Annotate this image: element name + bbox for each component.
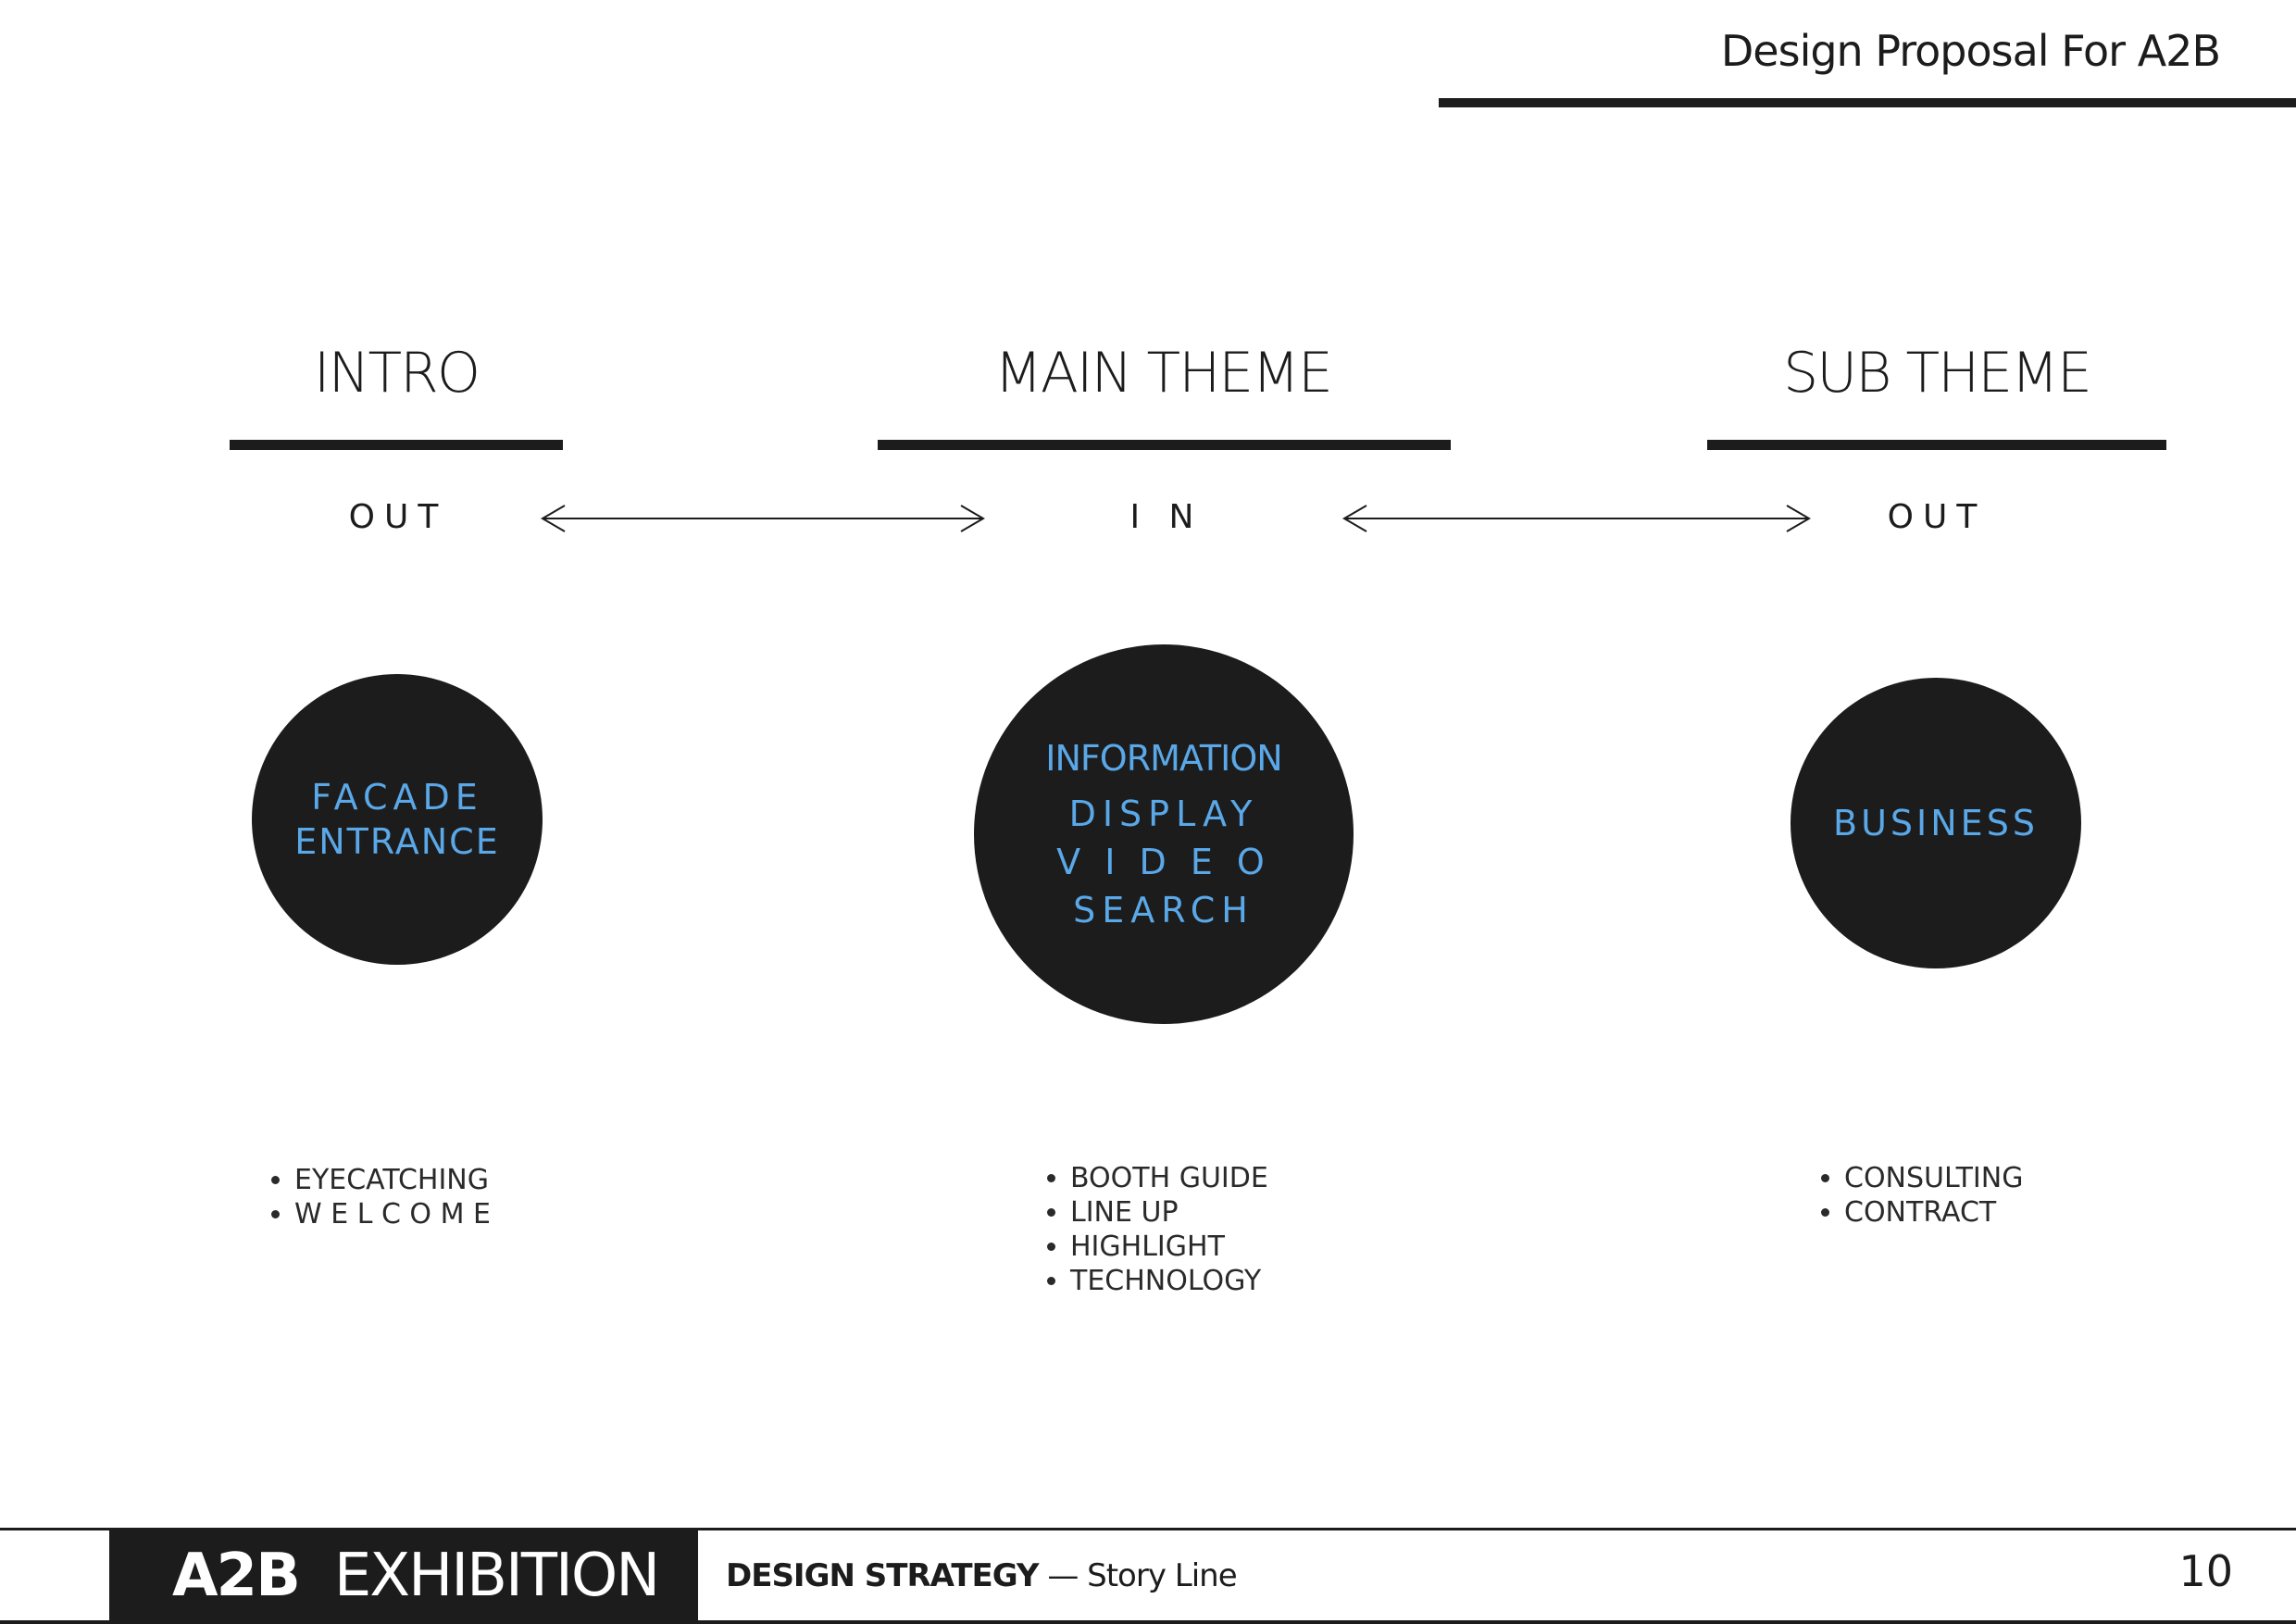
circle-main-line-2: DISPLAY [1068,793,1259,834]
footer-brand-block: A2B EXHIBITION [109,1530,698,1622]
circle-intro-line-2: ENTRANCE [294,821,500,862]
column-rule-intro [230,440,563,450]
circle-intro-line-1: FACADE [311,777,483,818]
list-item: CONTRACT [1844,1195,2023,1230]
footer-label: EXHIBITION [333,1542,660,1610]
page-number: 10 [2178,1546,2233,1596]
column-title-sub-theme: SUB THEME [1783,341,2092,406]
document-title: Design Proposal For A2B [1720,26,2221,76]
list-item: CONSULTING [1844,1161,2023,1195]
list-item: EYECATCHING [294,1163,491,1197]
direction-label-sub-theme: OUT [1887,498,1987,536]
circle-sub-line-1: BUSINESS [1833,803,2039,843]
list-item: BOOTH GUIDE [1070,1161,1268,1195]
column-rule-sub-theme [1707,440,2166,450]
circle-main-theme: INFORMATION DISPLAY V I D E O SEARCH [974,644,1354,1024]
header-divider [1439,98,2296,107]
bullet-list-main-theme: BOOTH GUIDE LINE UP HIGHLIGHT TECHNOLOGY [1026,1161,1268,1298]
bullet-list-intro: EYECATCHING W E L C O M E [250,1163,491,1231]
circle-main-line-3: V I D E O [1056,842,1271,882]
footer-section-bold: DESIGN STRATEGY [726,1557,1040,1594]
circle-main-line-1: INFORMATION [1045,738,1282,779]
circle-intro: FACADE ENTRANCE [252,674,543,965]
circle-sub-theme: BUSINESS [1791,678,2081,968]
footer-section-title: DESIGN STRATEGY — Story Line [726,1557,1238,1594]
column-title-intro: INTRO [313,341,480,406]
direction-label-intro: OUT [348,498,448,536]
direction-label-main-theme: I N [1129,498,1204,536]
footer-brand: A2B [172,1542,301,1610]
list-item: W E L C O M E [294,1197,491,1231]
double-arrow-intro-main [541,505,985,532]
list-item: LINE UP [1070,1195,1268,1230]
list-item: HIGHLIGHT [1070,1230,1268,1264]
list-item: TECHNOLOGY [1070,1264,1268,1298]
column-title-main-theme: MAIN THEME [994,341,1333,406]
column-rule-main-theme [878,440,1451,450]
footer-top-border [0,1528,2296,1530]
bullet-list-sub-theme: CONSULTING CONTRACT [1800,1161,2023,1230]
footer-section-rest: — Story Line [1038,1557,1237,1594]
double-arrow-main-sub [1342,505,1811,532]
footer-bottom-border [0,1620,2296,1624]
circle-main-line-4: SEARCH [1073,890,1254,931]
